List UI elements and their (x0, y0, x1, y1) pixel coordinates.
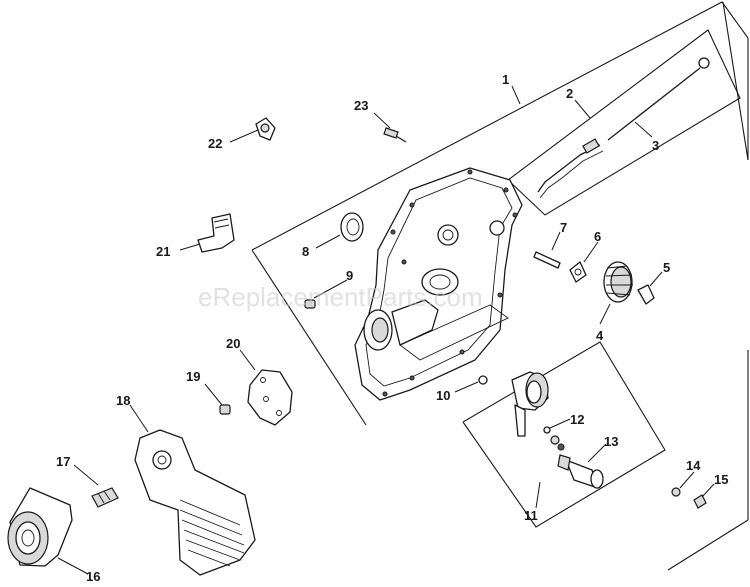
callout-16: 16 (86, 569, 100, 584)
oil-seal-part-8 (340, 212, 364, 242)
group-frame-lower-right (667, 350, 749, 571)
elbow-fitting-part-21 (197, 213, 235, 253)
o-ring-part-10 (478, 375, 488, 385)
gasket-part-20 (247, 369, 293, 426)
callout-14: 14 (686, 458, 701, 473)
callout-8: 8 (302, 244, 309, 259)
callout-labels: 1 2 3 4 5 6 7 8 9 10 11 12 13 14 15 16 1… (56, 72, 728, 584)
dipstick-tube-part-2 (537, 138, 604, 199)
callout-7: 7 (560, 220, 567, 235)
callout-20: 20 (226, 336, 240, 351)
regulating-pin-part-5 (637, 284, 655, 305)
callout-21: 21 (156, 244, 170, 259)
watermark-text: eReplacementParts.com (198, 282, 483, 312)
pressure-switch-part-13 (557, 454, 604, 489)
group-frame-pump (462, 341, 666, 528)
oil-cooler-part-18 (134, 429, 256, 576)
callout-3: 3 (652, 138, 659, 153)
fitting-part-22 (255, 117, 276, 141)
callout-12: 12 (570, 412, 584, 427)
governor-shaft-part-7 (533, 251, 561, 269)
plug-part-19 (219, 404, 231, 415)
callout-19: 19 (186, 369, 200, 384)
group-frame-cover (251, 1, 749, 426)
dipstick-part-3 (607, 57, 710, 141)
callout-6: 6 (594, 229, 601, 244)
callout-1: 1 (502, 72, 509, 87)
governor-gear-part-4 (603, 261, 633, 303)
nipple-fitting-part-17 (91, 487, 119, 508)
screw-part-23 (383, 127, 407, 143)
nut-part-14 (671, 487, 681, 497)
callout-22: 22 (208, 136, 222, 151)
callout-17: 17 (56, 454, 70, 469)
callout-2: 2 (566, 86, 573, 101)
callout-13: 13 (604, 434, 618, 449)
oil-filter-part-16 (7, 487, 73, 567)
callout-5: 5 (663, 260, 670, 275)
callout-10: 10 (436, 388, 450, 403)
oil-pump-part-11 (511, 371, 549, 437)
group-frame-dipstick (507, 29, 741, 216)
leader-lines (57, 85, 715, 575)
washer-part-6 (569, 261, 587, 283)
closure-plate-part-1 (354, 167, 523, 401)
relief-valve-part-12 (543, 426, 565, 451)
callout-4: 4 (596, 328, 604, 343)
screw-part-15 (693, 494, 707, 509)
callout-15: 15 (714, 472, 728, 487)
callout-11: 11 (524, 508, 538, 523)
callout-9: 9 (346, 268, 353, 283)
callout-23: 23 (354, 98, 368, 113)
callout-18: 18 (116, 393, 130, 408)
plug-part-9 (304, 299, 316, 309)
